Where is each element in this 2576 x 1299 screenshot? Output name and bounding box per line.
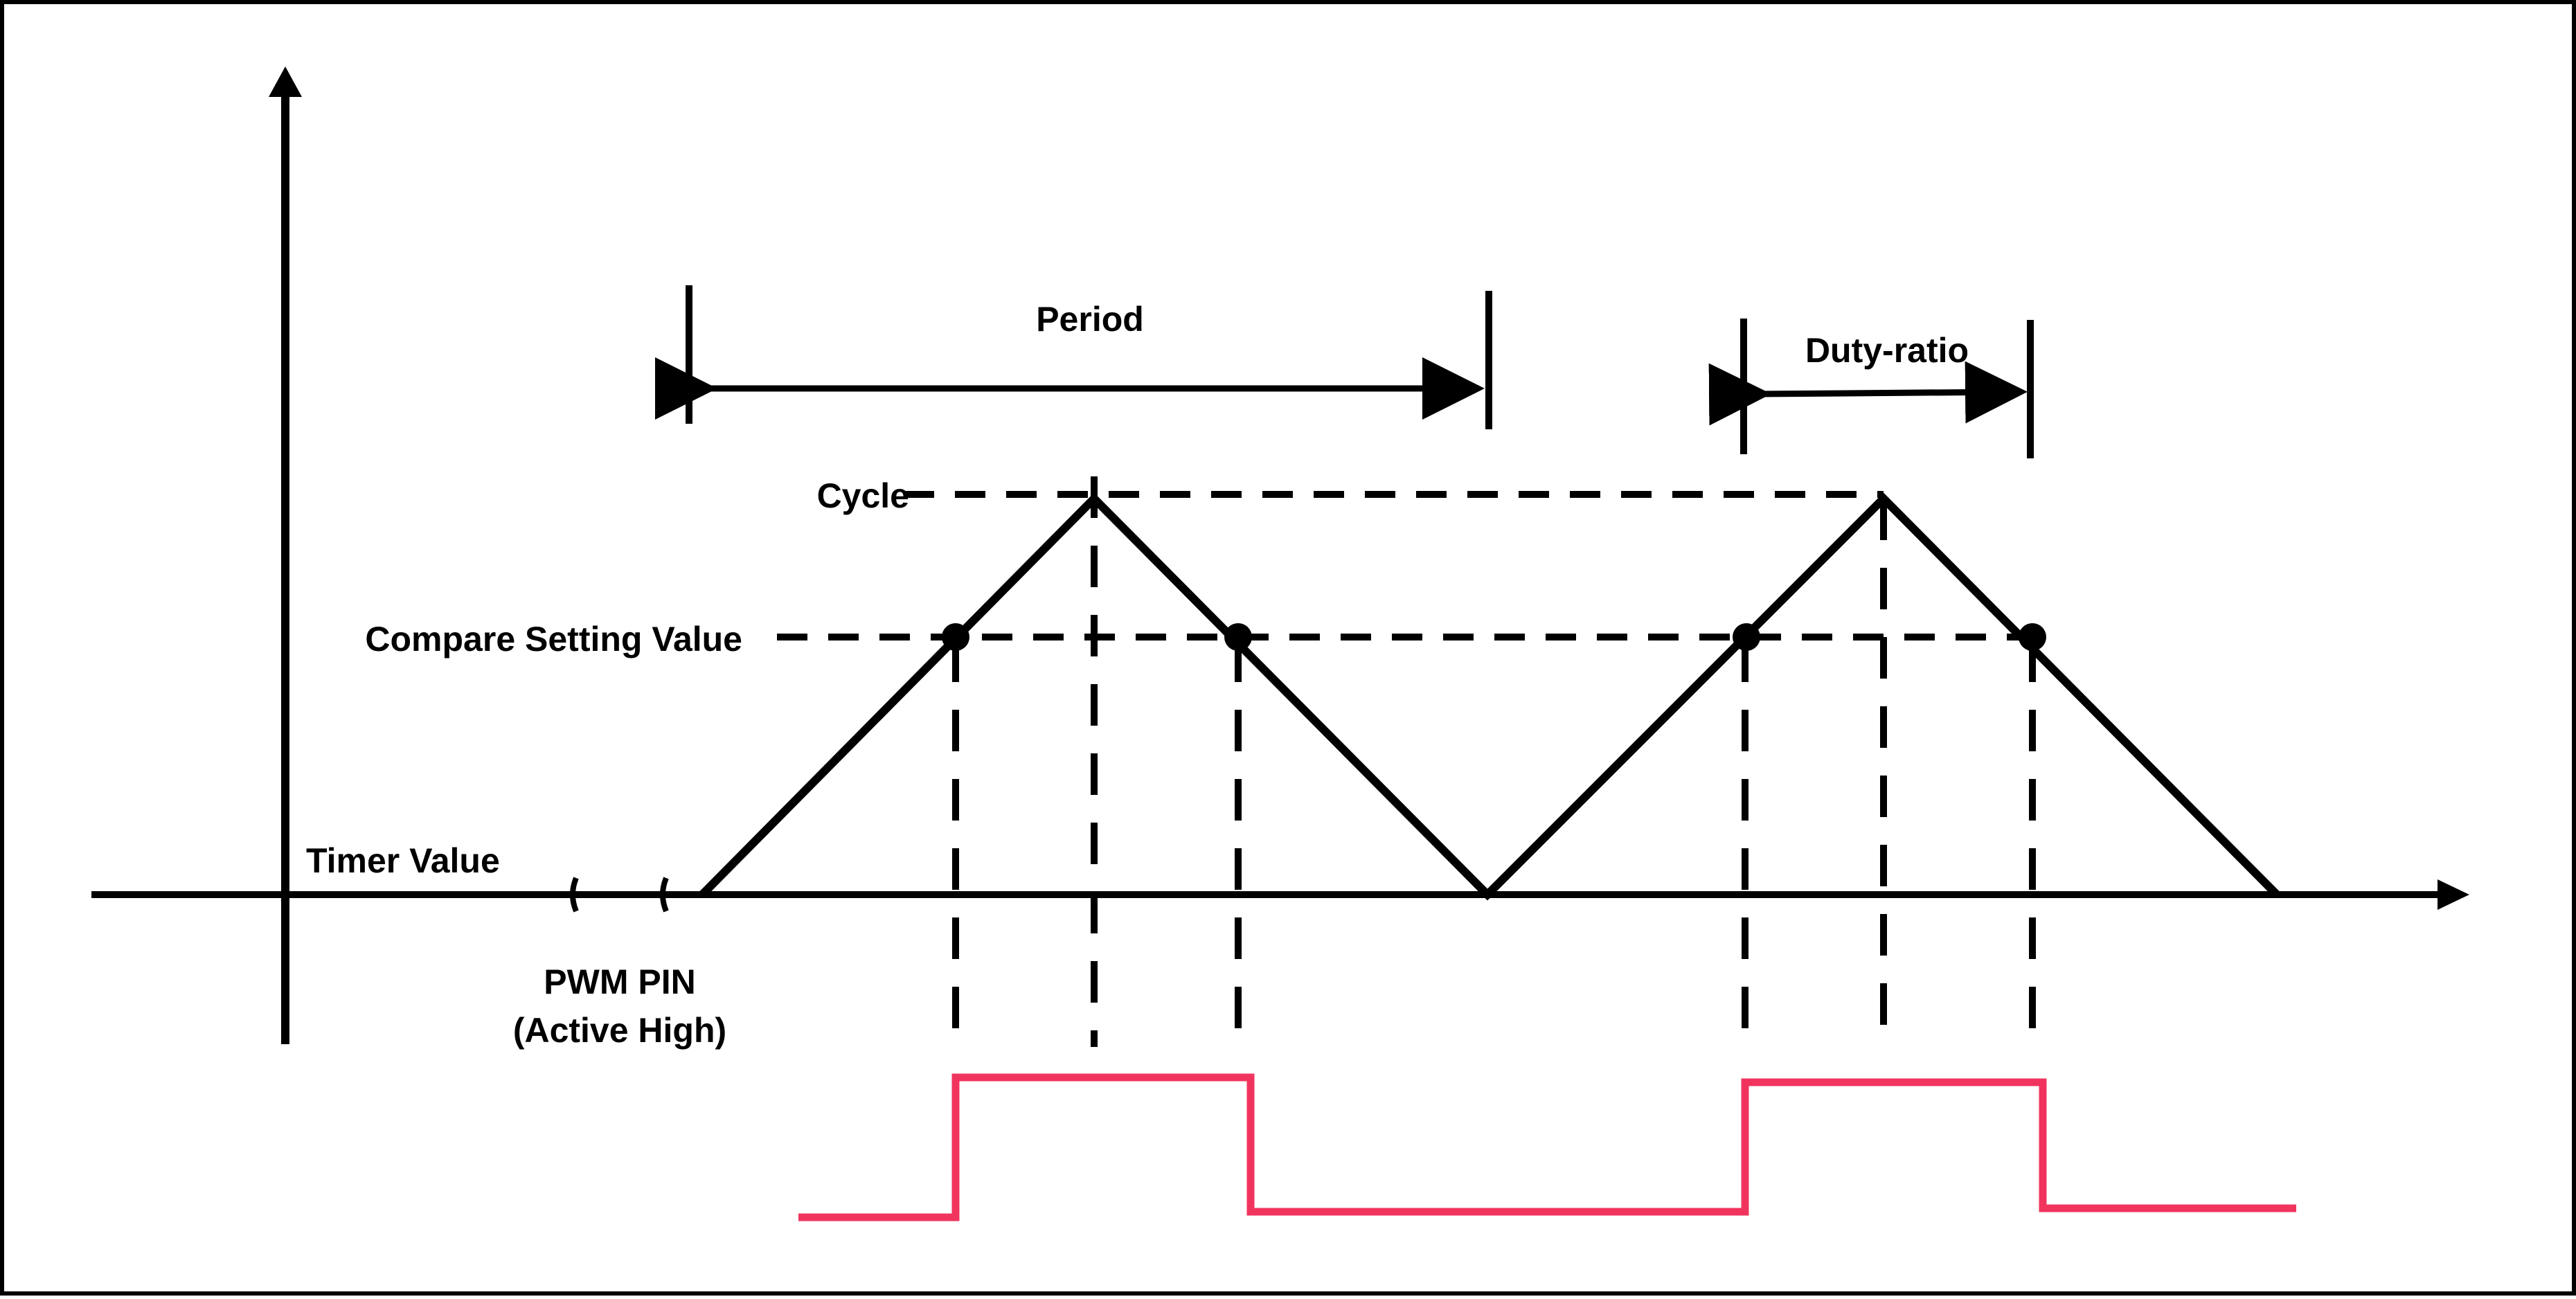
y-axis-arrowhead: [269, 66, 302, 97]
pwm-signal: [798, 1073, 2296, 1221]
duty-ratio-arrow: [1708, 361, 2028, 426]
pwm-pin-label: PWM PIN: [544, 962, 695, 1001]
compare-intersection-dot: [942, 623, 969, 651]
axis-break-mark: [570, 877, 579, 913]
pwm-pin-active-label: (Active High): [513, 1011, 726, 1050]
compare-intersection-dot: [2019, 623, 2046, 651]
axis-break-mark: [660, 877, 669, 913]
duty-ratio-label: Duty-ratio: [1805, 331, 1969, 370]
x-axis-arrowhead: [2438, 879, 2469, 910]
period-label: Period: [1036, 300, 1144, 339]
cycle-label: Cycle: [817, 476, 909, 515]
compare-intersection-dot: [1733, 623, 1760, 651]
compare-setting-value-label: Compare Setting Value: [365, 620, 742, 659]
compare-intersection-dot: [1224, 623, 1252, 651]
timer-value-label: Timer Value: [306, 841, 500, 880]
